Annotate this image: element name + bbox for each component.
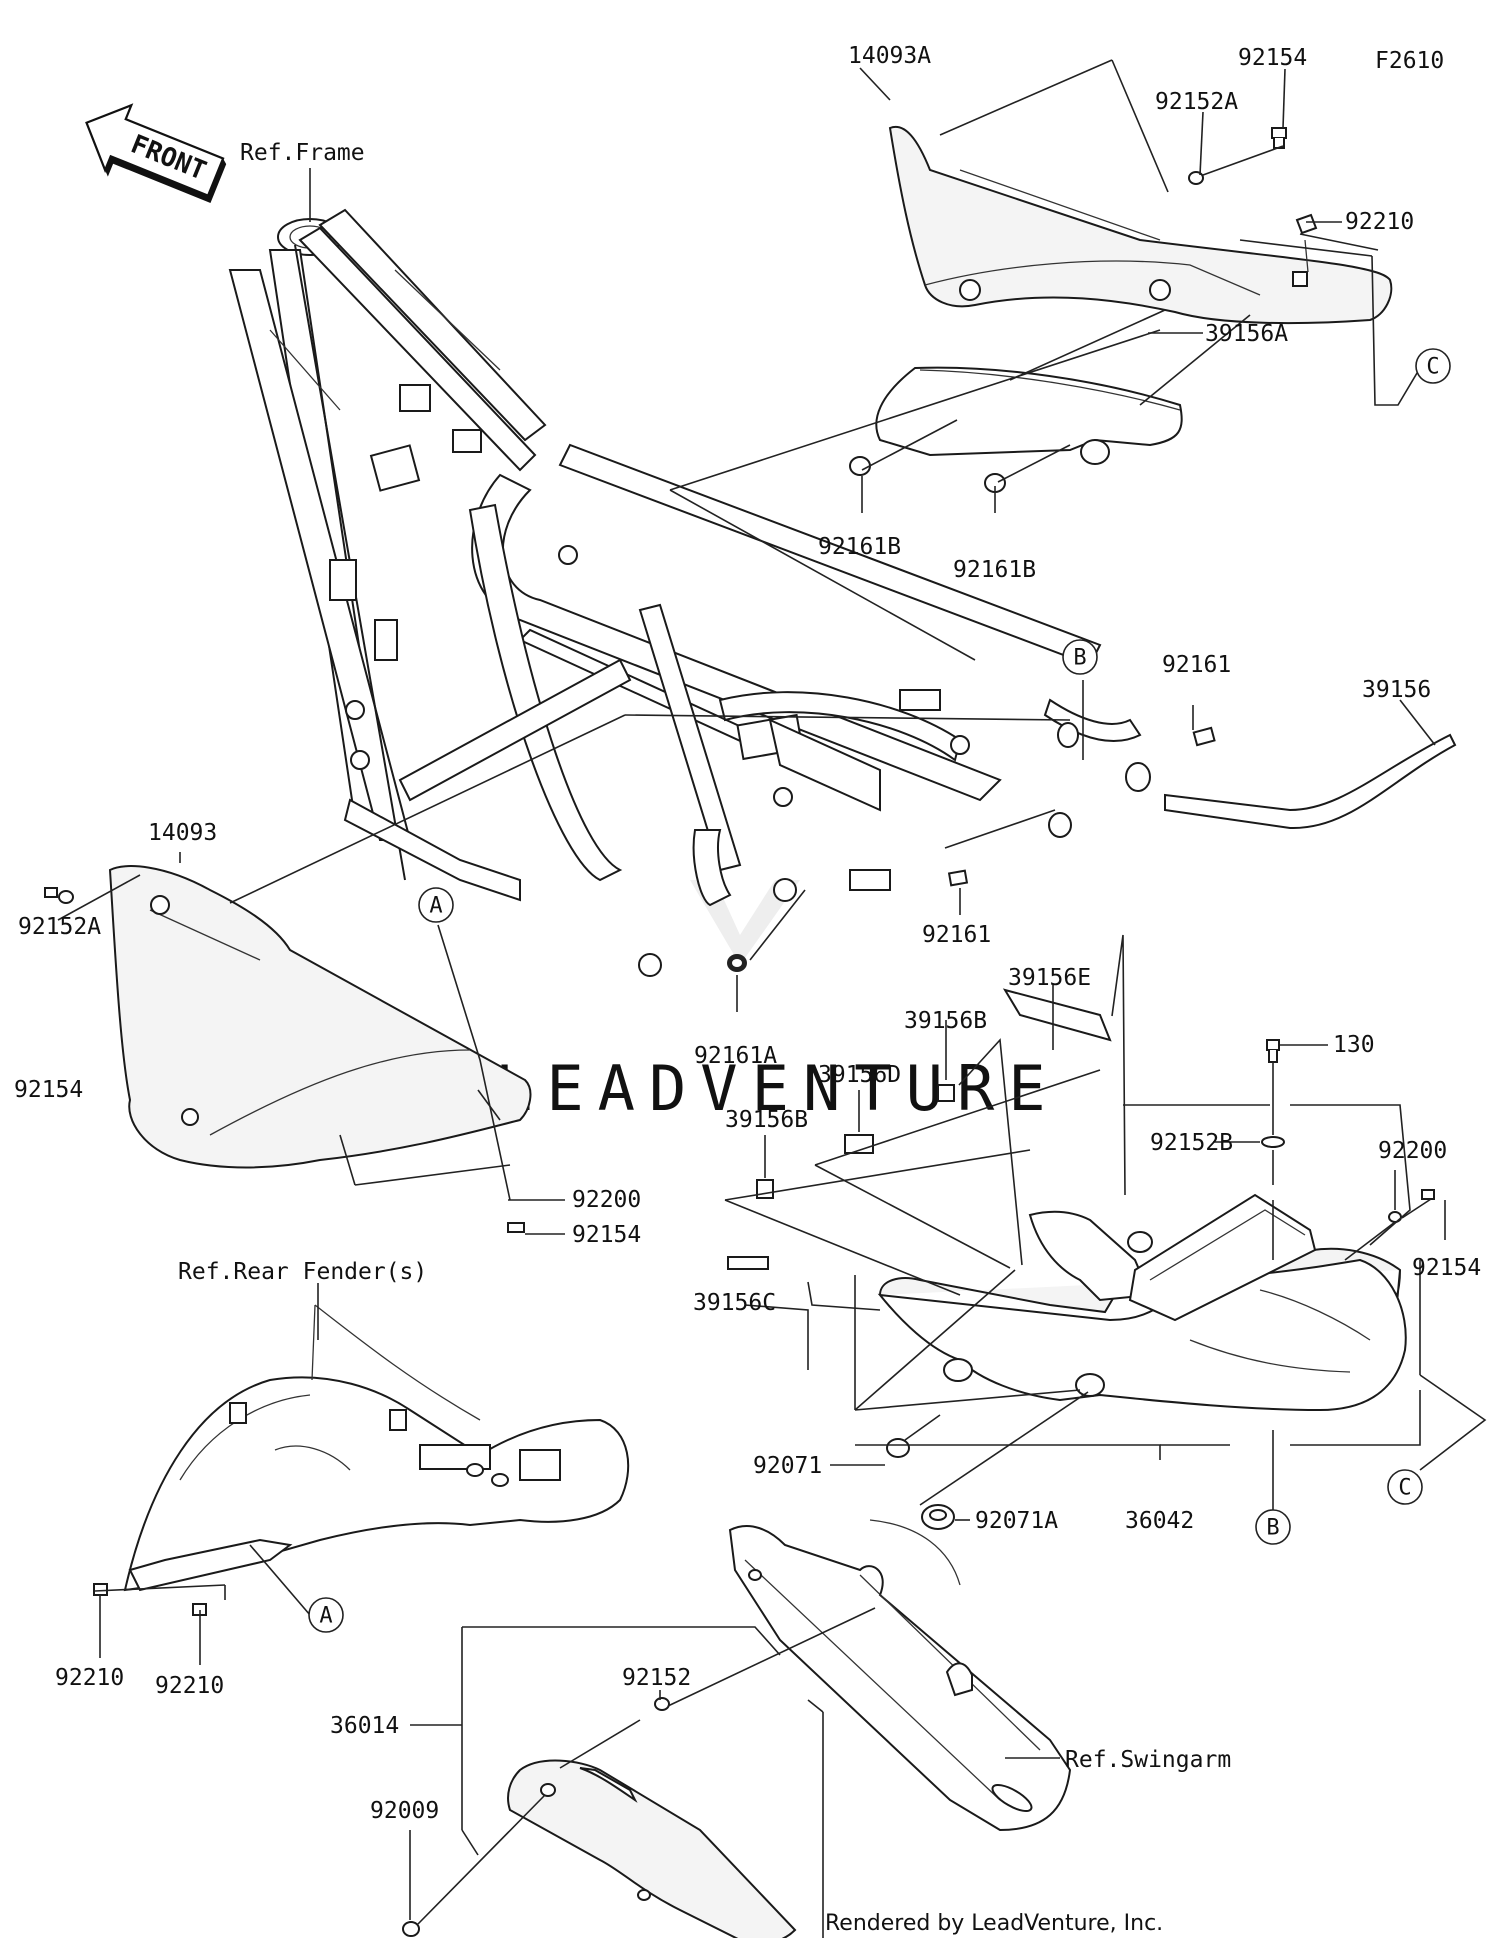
callout-b-lower: B [1255, 1509, 1291, 1545]
part-label-92154-right: 92154 [1412, 1255, 1481, 1281]
grommets-92161B [849, 456, 1006, 493]
side-cover-14093 [44, 865, 532, 1169]
part-label-39156C: 39156C [693, 1290, 776, 1316]
callout-a-lower: A [308, 1597, 344, 1633]
ref-swingarm-label: Ref.Swingarm [1065, 1747, 1231, 1773]
side-cover-14093A [888, 125, 1393, 325]
part-label-36014: 36014 [330, 1713, 399, 1739]
svg-text:B: B [1073, 646, 1086, 671]
part-label-130: 130 [1333, 1032, 1375, 1058]
svg-text:A: A [429, 894, 442, 919]
part-label-92210-top: 92210 [1345, 209, 1414, 235]
part-label-92200-left: 92200 [572, 1187, 641, 1213]
fasteners-top [1188, 127, 1318, 235]
part-label-92161-lower: 92161 [922, 922, 991, 948]
part-label-92161B-right: 92161B [953, 557, 1036, 583]
part-label-92071: 92071 [753, 1453, 822, 1479]
part-label-92161A: 92161A [694, 1043, 777, 1069]
cover-39156A [875, 366, 1183, 465]
bolt-92154-right [1421, 1189, 1435, 1200]
grommet-92071A [921, 1504, 955, 1530]
svg-text:B: B [1266, 1516, 1279, 1541]
rear-fender-illustration [123, 1304, 630, 1592]
damper-39156B-lower [756, 1179, 774, 1199]
part-label-92210-left1: 92210 [55, 1665, 124, 1691]
leader-lines [57, 59, 1487, 1938]
part-label-39156A: 39156A [1205, 321, 1288, 347]
callout-c-top: C [1415, 348, 1451, 384]
callout-a-upper: A [418, 887, 454, 923]
chain-guard-36014 [402, 1697, 797, 1938]
nut-92161A [727, 954, 747, 972]
svg-text:C: C [1426, 355, 1439, 380]
callout-c-lower: C [1387, 1469, 1423, 1505]
frame-illustration [228, 208, 1151, 977]
diagram-id: F2610 [1375, 48, 1444, 74]
part-label-92009: 92009 [370, 1798, 439, 1824]
part-label-39156B-upper: 39156B [904, 1008, 987, 1034]
strip-39156 [1164, 726, 1457, 830]
part-label-92200-right: 92200 [1378, 1138, 1447, 1164]
part-label-39156: 39156 [1362, 677, 1431, 703]
part-label-39156D: 39156D [818, 1062, 901, 1088]
svg-text:A: A [319, 1604, 332, 1629]
part-label-92154-mid: 92154 [572, 1222, 641, 1248]
part-label-14093: 14093 [148, 820, 217, 846]
front-arrow-icon: FRONT [85, 103, 227, 204]
part-label-92071A: 92071A [975, 1508, 1058, 1534]
part-label-92161-upper: 92161 [1162, 652, 1231, 678]
grommet-92071 [886, 1438, 910, 1458]
part-label-92152A-left: 92152A [18, 914, 101, 940]
part-label-92154-left: 92154 [14, 1077, 83, 1103]
ref-frame-label: Ref.Frame [240, 140, 365, 166]
part-label-39156B-lower: 39156B [725, 1107, 808, 1133]
bolt-130 [1266, 1039, 1280, 1063]
part-label-92161B-left: 92161B [818, 534, 901, 560]
svg-text:C: C [1398, 1476, 1411, 1501]
part-label-92154-top: 92154 [1238, 45, 1307, 71]
pad-39156E [1002, 988, 1112, 1042]
part-label-92152A-top: 92152A [1155, 89, 1238, 115]
part-label-92210-left2: 92210 [155, 1673, 224, 1699]
ref-rear-fender-label: Ref.Rear Fender(s) [178, 1259, 427, 1285]
rubber-92161 [947, 869, 969, 887]
part-label-39156E: 39156E [1008, 965, 1091, 991]
part-label-36042: 36042 [1125, 1508, 1194, 1534]
swingarm-illustration [728, 1519, 1072, 1832]
bolt-92154-mid [507, 1222, 525, 1233]
watermark: LEADVENTURE [495, 880, 1046, 1125]
washer-92152B [1261, 1136, 1285, 1148]
part-label-92152: 92152 [622, 1665, 691, 1691]
damper-39156C [727, 1256, 769, 1270]
fender-36042 [877, 1193, 1407, 1412]
damper-39156B-upper [937, 1084, 955, 1102]
footer-credit: Rendered by LeadVenture, Inc. [825, 1911, 1163, 1936]
part-label-92152B: 92152B [1150, 1130, 1233, 1156]
part-label-14093A: 14093A [848, 43, 931, 69]
callout-b-upper: B [1062, 639, 1098, 675]
clip-92210-left1 [93, 1583, 108, 1596]
